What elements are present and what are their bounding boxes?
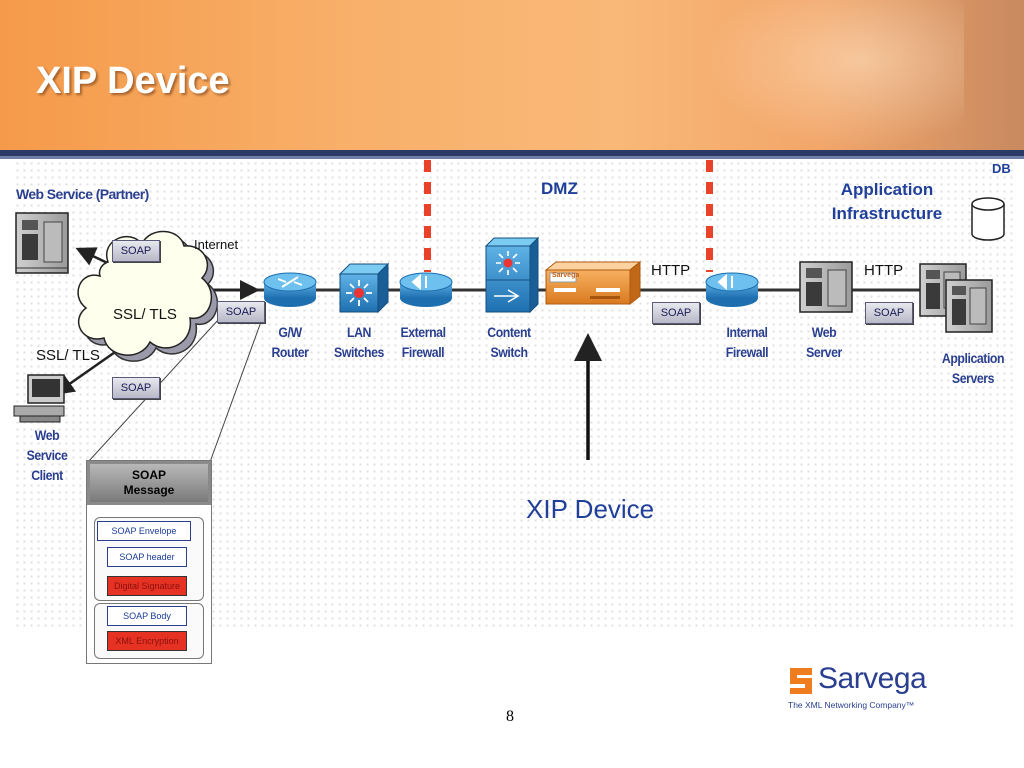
soap-body-item: SOAP Body <box>107 606 187 626</box>
switch-icon <box>338 262 390 314</box>
desktop-computer-icon <box>13 374 65 423</box>
digital-signature-item: Digital Signature <box>107 576 187 596</box>
server-icon <box>799 261 853 313</box>
application-servers-label: Application Servers <box>941 350 1005 386</box>
xip-appliance-icon <box>544 260 642 306</box>
http-label-left: HTTP <box>651 262 691 279</box>
sarvega-s-icon <box>790 668 812 694</box>
header-divider <box>0 150 1024 156</box>
soap-message-panel: SOAP Message SOAP Envelope SOAP header D… <box>86 460 212 664</box>
content-switch-label: Content Switch <box>487 324 531 360</box>
slide-header <box>0 0 1024 150</box>
header-photo-glow <box>704 0 964 150</box>
page-number: 8 <box>506 708 514 725</box>
content-switch-icon <box>484 236 540 314</box>
internet-label: Internet <box>194 237 239 252</box>
soap-tag-app: SOAP <box>865 302 913 324</box>
web-server-label: Web Server <box>806 324 842 360</box>
lan-switches-label: LAN Switches <box>334 324 384 360</box>
dmz-boundary-right <box>706 160 713 272</box>
soap-tag-client: SOAP <box>112 377 160 399</box>
soap-tag-router: SOAP <box>217 301 265 323</box>
soap-header-item: SOAP header <box>107 547 187 567</box>
external-firewall-label: External Firewall <box>400 324 446 360</box>
soap-tag-dmz: SOAP <box>652 302 700 324</box>
soap-tag-partner: SOAP <box>112 240 160 262</box>
slide-title: XIP Device <box>36 60 230 102</box>
logo-tagline: The XML Networking Company™ <box>788 700 915 710</box>
logo-name: Sarvega <box>818 662 927 695</box>
ssl-tls-side-label: SSL/ TLS <box>36 347 100 364</box>
http-label-right: HTTP <box>864 262 904 279</box>
internal-firewall-label: Internal Firewall <box>725 324 769 360</box>
header-divider-light <box>0 156 1024 159</box>
firewall-icon <box>399 272 453 307</box>
soap-envelope-item: SOAP Envelope <box>97 521 191 541</box>
server-icon <box>945 279 993 333</box>
database-icon <box>971 197 1005 241</box>
db-label: DB <box>992 161 1011 176</box>
server-icon <box>15 212 69 274</box>
web-service-partner-label: Web Service (Partner) <box>16 186 149 202</box>
ssl-tls-cloud-label: SSL/ TLS <box>113 306 177 323</box>
firewall-icon <box>705 272 759 307</box>
dmz-boundary-left <box>424 160 431 272</box>
xml-encryption-item: XML Encryption <box>107 631 187 651</box>
sarvega-logo: Sarvega The XML Networking Company™ <box>788 662 948 714</box>
soap-message-header: SOAP Message <box>87 461 211 505</box>
dmz-label: DMZ <box>541 179 578 198</box>
router-icon <box>263 272 317 307</box>
application-infrastructure-label: Application Infrastructure <box>831 180 943 223</box>
web-service-client-label: Web Service Client <box>26 427 68 483</box>
xip-device-label: XIP Device <box>526 494 655 524</box>
gw-router-label: G/W Router <box>271 324 309 360</box>
cloud-icon <box>77 230 219 362</box>
xip-device-brand: Sarvega <box>552 272 580 279</box>
